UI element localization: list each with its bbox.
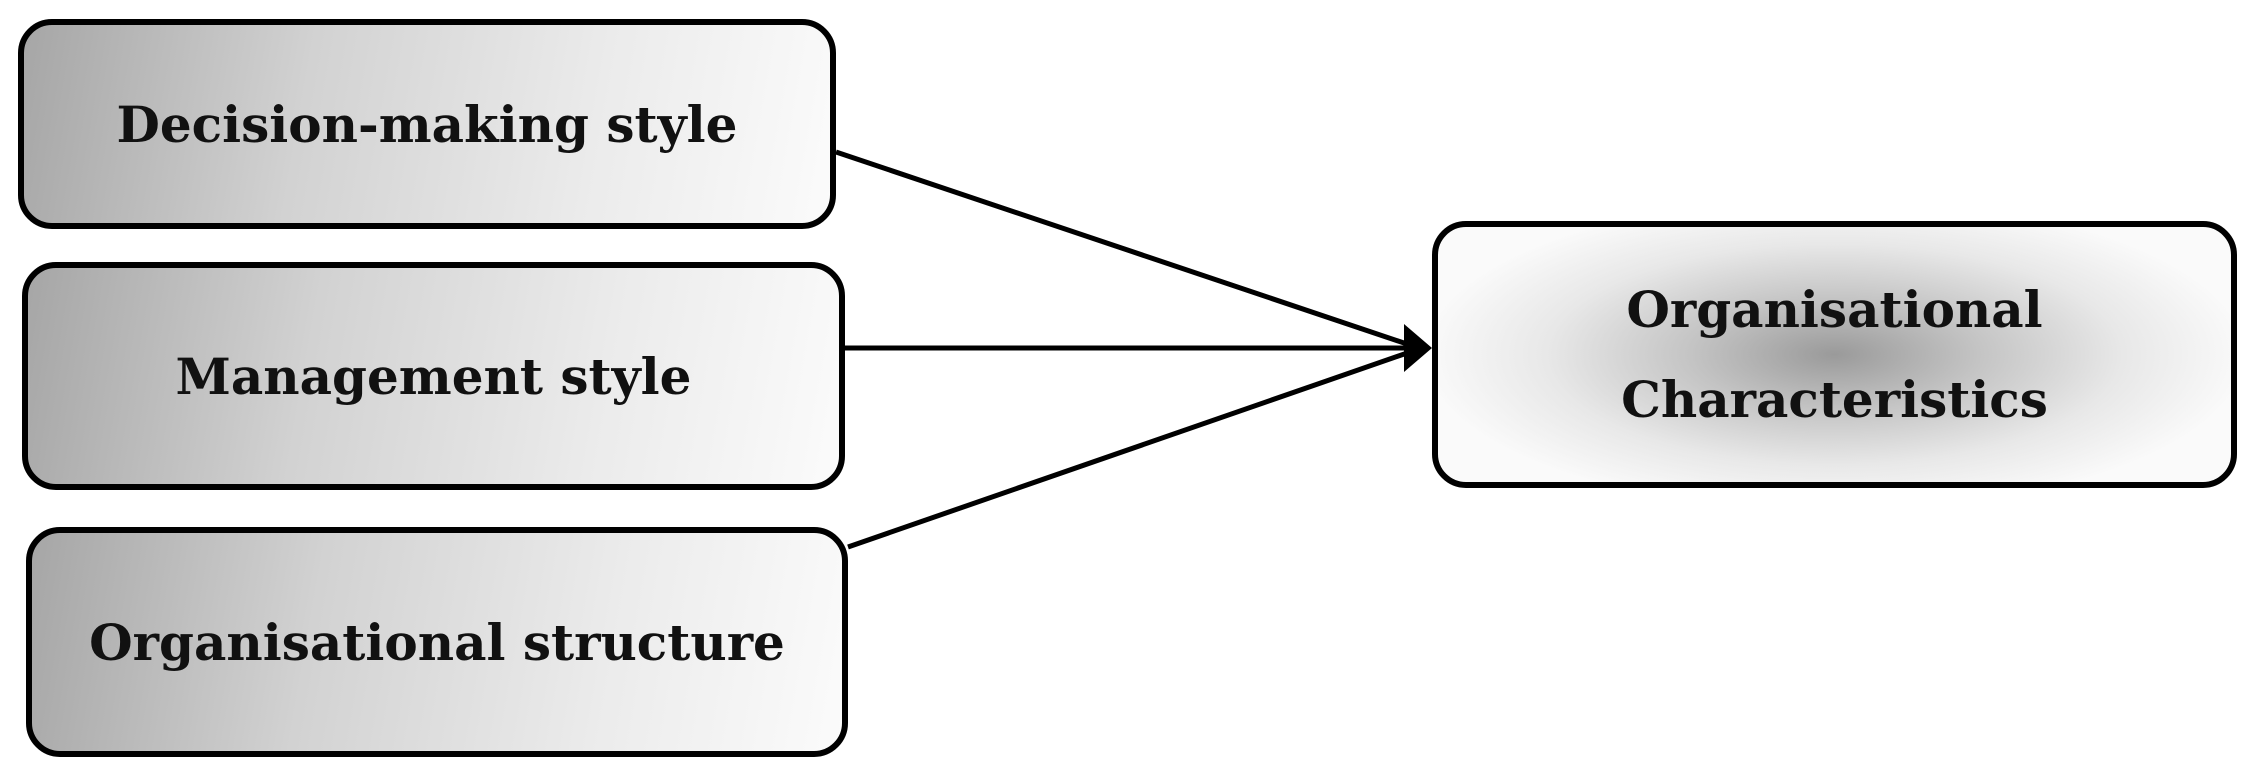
node-organisational-characteristics: Organisational Characteristics [1432,221,2237,488]
arrow-decision-to-target [835,149,1411,348]
node-label: Decision-making style [116,94,738,154]
node-label: Organisational structure [89,612,785,672]
arrowhead [1404,324,1432,372]
node-label: Management style [175,346,692,406]
node-organisational-structure: Organisational structure [26,527,848,757]
node-management-style: Management style [22,262,845,490]
node-label-line2: Characteristics [1621,369,2048,429]
node-decision-making-style: Decision-making style [18,19,836,229]
arrow-structure-to-target [847,349,1411,550]
node-label-line1: Organisational [1626,279,2043,339]
